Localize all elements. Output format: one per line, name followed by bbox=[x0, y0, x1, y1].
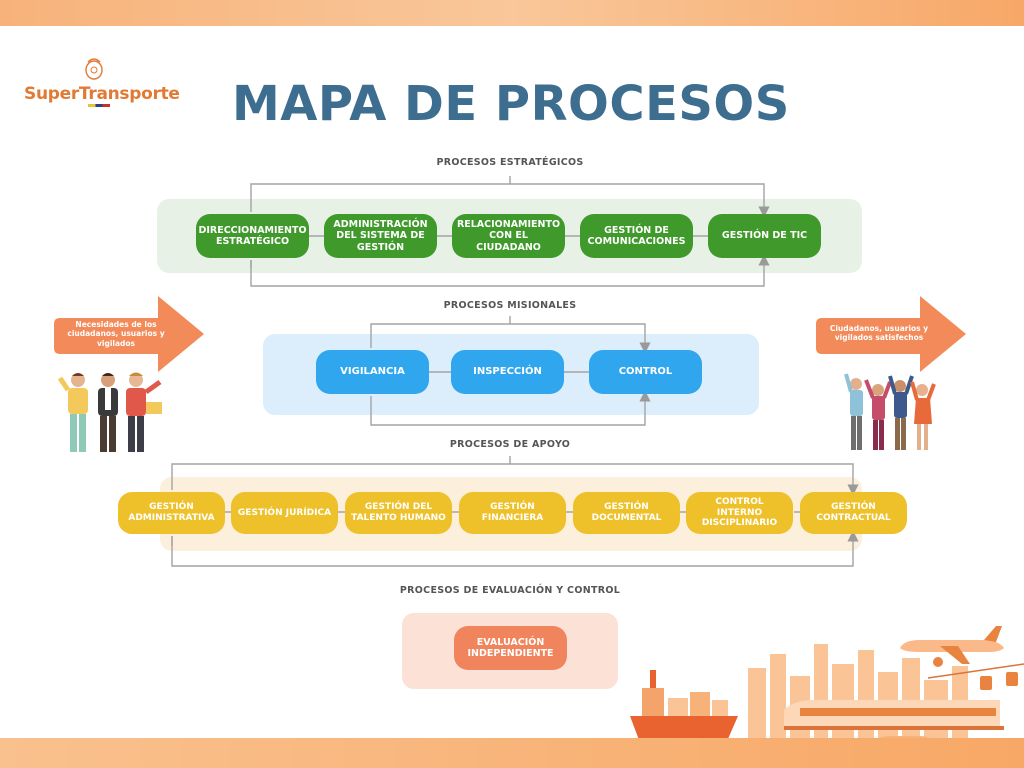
process-control-interno-disciplinario[interactable]: CONTROL INTERNO DISCIPLINARIO bbox=[686, 492, 793, 534]
evaluation-section-label: PROCESOS DE EVALUACIÓN Y CONTROL bbox=[399, 585, 621, 596]
process-gestion-tic[interactable]: GESTIÓN DE TIC bbox=[708, 214, 821, 258]
process-administracion-sistema-gestion[interactable]: ADMINISTRACIÓN DEL SISTEMA DE GESTIÓN bbox=[324, 214, 437, 258]
process-gestion-documental[interactable]: GESTIÓN DOCUMENTAL bbox=[573, 492, 680, 534]
process-vigilancia[interactable]: VIGILANCIA bbox=[316, 350, 429, 394]
bottom-decorative-band bbox=[0, 738, 1024, 768]
process-control[interactable]: CONTROL bbox=[589, 350, 702, 394]
output-arrow-shape bbox=[816, 296, 966, 372]
process-evaluacion-independiente[interactable]: EVALUACIÓN INDEPENDIENTE bbox=[454, 626, 567, 670]
input-arrow-text: Necesidades de los ciudadanos, usuarios … bbox=[67, 320, 165, 348]
process-gestion-financiera[interactable]: GESTIÓN FINANCIERA bbox=[459, 492, 566, 534]
crest-icon bbox=[85, 58, 103, 80]
process-gestion-administrativa[interactable]: GESTIÓN ADMINISTRATIVA bbox=[118, 492, 225, 534]
top-decorative-band bbox=[0, 0, 1024, 26]
happy-people-icon bbox=[844, 373, 936, 450]
logo-text: SuperTransporte bbox=[24, 84, 180, 104]
support-section-label: PROCESOS DE APOYO bbox=[449, 439, 571, 450]
strategic-section-label: PROCESOS ESTRATÉGICOS bbox=[436, 157, 584, 168]
input-arrow-shape bbox=[54, 296, 204, 372]
process-gestion-talento-humano[interactable]: GESTIÓN DEL TALENTO HUMANO bbox=[345, 492, 452, 534]
page-title: MAPA DE PROCESOS bbox=[232, 76, 790, 132]
process-gestion-contractual[interactable]: GESTIÓN CONTRACTUAL bbox=[800, 492, 907, 534]
transport-cityscape-icon bbox=[630, 626, 1024, 757]
process-inspeccion[interactable]: INSPECCIÓN bbox=[451, 350, 564, 394]
process-direccionamiento-estrategico[interactable]: DIRECCIONAMIENTO ESTRATÉGICO bbox=[196, 214, 309, 258]
logo-flag-stripe bbox=[88, 104, 110, 107]
missional-section-label: PROCESOS MISIONALES bbox=[443, 300, 577, 311]
process-relacionamiento-ciudadano[interactable]: RELACIONAMIENTO CON EL CIUDADANO bbox=[452, 214, 565, 258]
output-arrow-text: Ciudadanos, usuarios y vigilados satisfe… bbox=[829, 324, 929, 343]
process-gestion-juridica[interactable]: GESTIÓN JURÍDICA bbox=[231, 492, 338, 534]
process-gestion-comunicaciones[interactable]: GESTIÓN DE COMUNICACIONES bbox=[580, 214, 693, 258]
people-group-icon bbox=[57, 372, 162, 452]
